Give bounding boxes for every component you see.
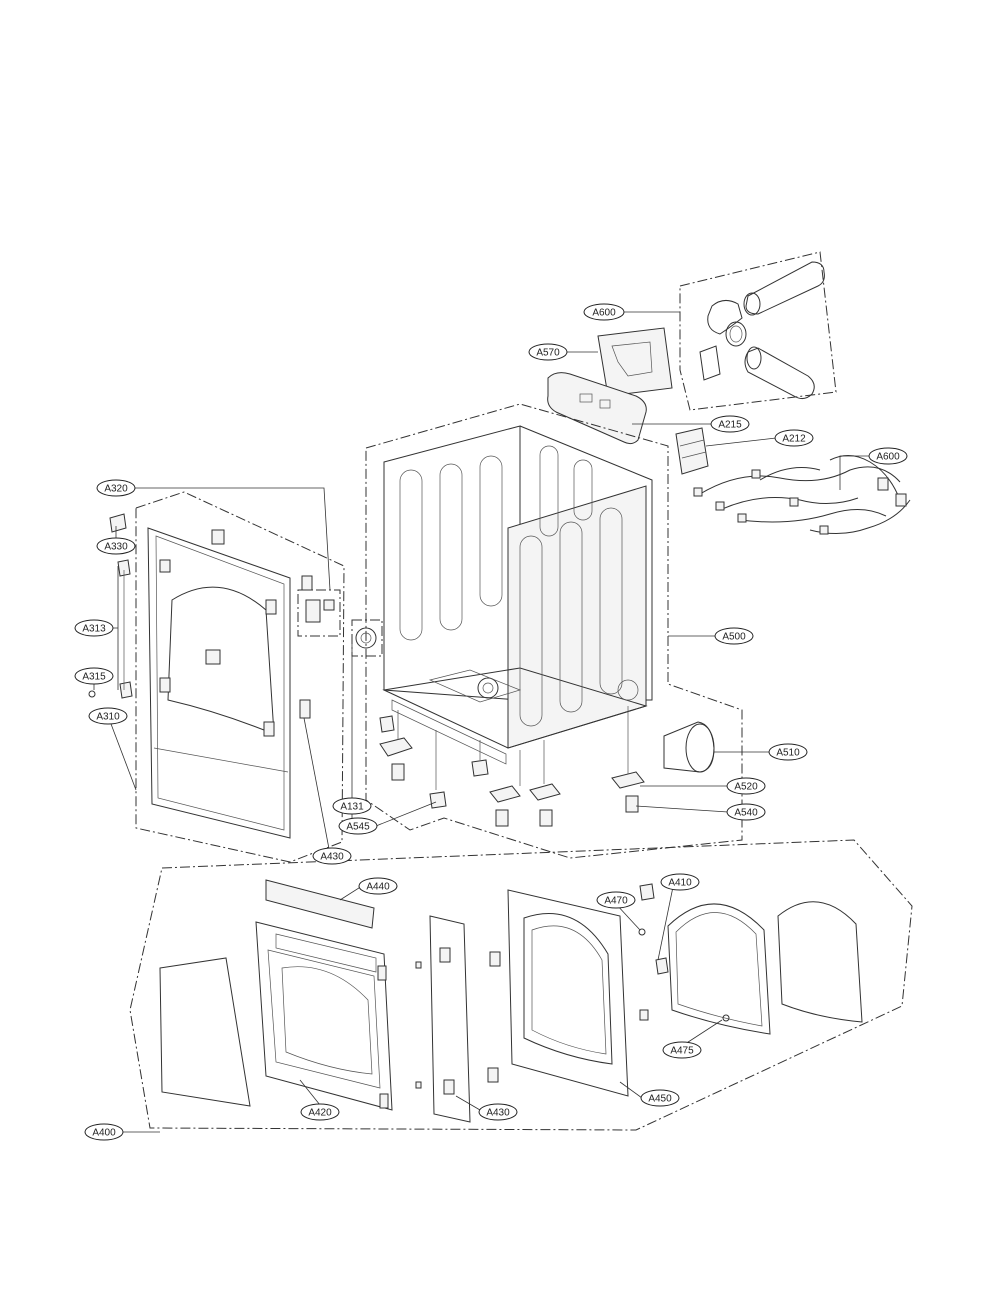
svg-text:A450: A450 xyxy=(648,1094,672,1105)
front-panel xyxy=(147,527,291,839)
callout-a570: A570 xyxy=(528,343,568,361)
callout-a500: A500 xyxy=(714,627,754,645)
callout-a600-harness: A600 xyxy=(868,447,908,465)
door-hinge-strip xyxy=(415,915,471,1123)
callout-a520: A520 xyxy=(726,777,766,795)
callout-labels: A600 A570 A215 A212 A600 A320 A330 A313 xyxy=(74,303,908,1141)
door-outer-glass xyxy=(159,957,251,1107)
callout-a215: A215 xyxy=(710,415,750,433)
door-frame xyxy=(255,921,393,1111)
callout-a212: A212 xyxy=(774,429,814,447)
leader-lines xyxy=(93,311,872,1133)
wire-harness xyxy=(693,455,911,535)
callout-a510: A510 xyxy=(768,743,808,761)
svg-text:A330: A330 xyxy=(104,542,128,553)
svg-text:A315: A315 xyxy=(82,672,106,683)
svg-text:A545: A545 xyxy=(346,822,370,833)
control-panel-strip xyxy=(265,879,375,929)
svg-text:A215: A215 xyxy=(718,420,742,431)
svg-text:A570: A570 xyxy=(536,348,560,359)
callout-a540: A540 xyxy=(726,803,766,821)
callout-a600-duct: A600 xyxy=(583,303,625,321)
svg-text:A600: A600 xyxy=(876,452,900,463)
svg-text:A420: A420 xyxy=(308,1108,332,1119)
svg-text:A500: A500 xyxy=(722,632,746,643)
svg-text:A313: A313 xyxy=(82,624,106,635)
door-small-parts xyxy=(638,883,669,975)
door-gasket xyxy=(667,903,771,1035)
callout-a475: A475 xyxy=(662,1041,702,1059)
callout-a470: A470 xyxy=(596,891,636,909)
exhaust-duct xyxy=(663,721,715,773)
callout-a440: A440 xyxy=(358,877,398,895)
svg-text:A440: A440 xyxy=(366,882,390,893)
terminal-block xyxy=(675,427,709,475)
callout-a545: A545 xyxy=(338,817,378,835)
callout-a131: A131 xyxy=(332,797,372,815)
duct-kit-group xyxy=(679,251,837,411)
door-inner-liner xyxy=(487,889,649,1097)
callout-a420: A420 xyxy=(300,1103,340,1121)
svg-text:A320: A320 xyxy=(104,484,128,495)
callout-a315: A315 xyxy=(74,667,114,685)
callout-a410: A410 xyxy=(660,873,700,891)
back-cover-plate xyxy=(597,327,673,397)
cabinet xyxy=(382,425,653,765)
rear-bracket xyxy=(547,372,647,445)
callout-a310: A310 xyxy=(88,707,128,725)
door-inner-glass xyxy=(777,901,863,1023)
svg-text:A540: A540 xyxy=(734,808,758,819)
svg-text:A520: A520 xyxy=(734,782,758,793)
door-switch-assembly xyxy=(297,575,383,719)
callout-a320: A320 xyxy=(96,479,136,497)
svg-text:A600: A600 xyxy=(592,308,616,319)
svg-text:A475: A475 xyxy=(670,1046,694,1057)
svg-text:A510: A510 xyxy=(776,748,800,759)
svg-text:A470: A470 xyxy=(604,896,628,907)
callout-a313: A313 xyxy=(74,619,114,637)
callout-a430-lower: A430 xyxy=(478,1103,518,1121)
callout-a430-upper: A430 xyxy=(312,847,352,865)
door-hinge-parts xyxy=(88,513,133,699)
svg-text:A212: A212 xyxy=(782,434,806,445)
svg-text:A430: A430 xyxy=(320,852,344,863)
svg-text:A400: A400 xyxy=(92,1128,116,1139)
svg-text:A310: A310 xyxy=(96,712,120,723)
callout-a450: A450 xyxy=(640,1089,680,1107)
svg-text:A430: A430 xyxy=(486,1108,510,1119)
callout-a400: A400 xyxy=(84,1123,124,1141)
callout-a330: A330 xyxy=(96,537,136,555)
svg-text:A131: A131 xyxy=(340,802,364,813)
svg-text:A410: A410 xyxy=(668,878,692,889)
leveling-feet xyxy=(379,706,645,827)
